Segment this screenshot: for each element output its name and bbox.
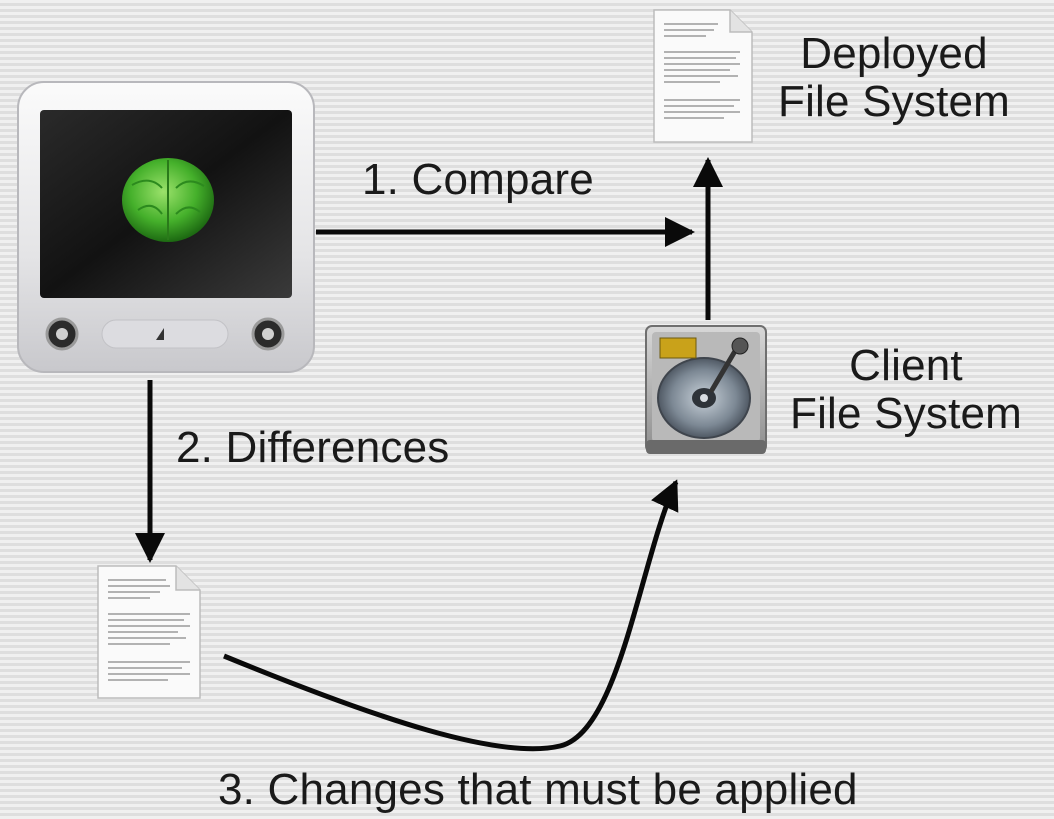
arrow-changes (223, 479, 679, 752)
hard-drive-icon (645, 325, 767, 454)
deployed-file-system-label: Deployed File System (778, 29, 1011, 127)
differences-label: 2. Differences (176, 423, 450, 472)
deployed-document-icon (653, 9, 753, 143)
client-file-system-label: Client File System (790, 341, 1023, 439)
deployed-file-system-line1: Deployed (800, 29, 988, 78)
computer-icon (17, 81, 315, 373)
client-file-system-line1: Client (849, 341, 963, 390)
brain-icon (122, 158, 214, 242)
client-file-system-line2: File System (790, 389, 1023, 439)
compare-label: 1. Compare (362, 155, 594, 204)
differences-document-icon (97, 565, 201, 699)
deployed-file-system-line2: File System (778, 77, 1011, 127)
changes-label: 3. Changes that must be applied (218, 765, 858, 814)
